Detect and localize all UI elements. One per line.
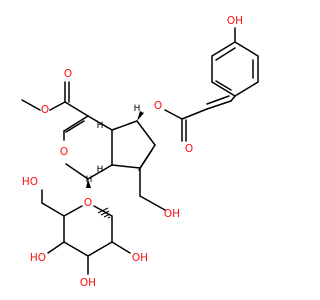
stereo-bonds: [86, 111, 144, 219]
hashed-bond: [97, 207, 111, 219]
bond: [65, 163, 89, 180]
atom-label-o: O: [185, 143, 193, 155]
atom-label-o: O: [154, 100, 162, 112]
bond: [230, 95, 236, 102]
alkene-inner-bond: [206, 95, 230, 105]
aromatic-inner-bond: [215, 47, 236, 61]
atom-label-o: O: [64, 68, 72, 80]
bond: [63, 115, 89, 132]
molecule-structure: OH O O O O O O OH OH OH HO HO H H H H: [21, 15, 259, 289]
atom-labels: OH O O O O O O OH OH OH HO HO H H H H: [22, 15, 243, 289]
wedge-bond: [137, 111, 144, 121]
bond: [87, 164, 113, 180]
bond: [206, 100, 232, 110]
atom-label-oh: OH: [227, 15, 243, 27]
aromatic-inner-bond: [215, 80, 232, 91]
wedge-bond: [86, 179, 91, 188]
atom-label-o: O: [41, 104, 49, 116]
stereo-hydrogen-label: H: [134, 104, 141, 114]
atom-label-o: O: [60, 146, 68, 158]
stereo-hydrogen-label: H: [97, 165, 104, 175]
alkene-inner-bond: [65, 120, 85, 133]
bond: [47, 241, 65, 254]
atom-label-ho: HO: [22, 176, 38, 188]
stereo-hydrogen-label: H: [86, 175, 93, 185]
bond: [87, 115, 113, 131]
bond: [49, 101, 66, 111]
stereo-hydrogen-label: H: [97, 121, 104, 131]
bond: [87, 241, 113, 257]
bond: [234, 81, 259, 97]
bond: [111, 164, 141, 169]
bond: [234, 41, 259, 57]
alkene-inner-bond: [138, 149, 153, 171]
bonds: [21, 27, 259, 275]
bond: [111, 120, 138, 131]
bond: [111, 241, 131, 254]
bond: [211, 41, 236, 57]
bond: [139, 195, 166, 211]
bond: [41, 202, 65, 217]
atom-label-o: O: [84, 197, 92, 209]
bond: [164, 109, 183, 120]
atom-label-ho: HO: [30, 252, 46, 264]
bond: [21, 99, 41, 111]
bond: [211, 81, 236, 97]
bond: [136, 120, 156, 146]
atom-label-oh: OH: [132, 252, 148, 264]
atom-label-oh: OH: [80, 277, 96, 289]
bond: [63, 205, 83, 217]
bond: [64, 101, 89, 117]
atom-label-oh: OH: [164, 208, 180, 220]
bond: [181, 108, 208, 120]
bond: [63, 241, 89, 257]
